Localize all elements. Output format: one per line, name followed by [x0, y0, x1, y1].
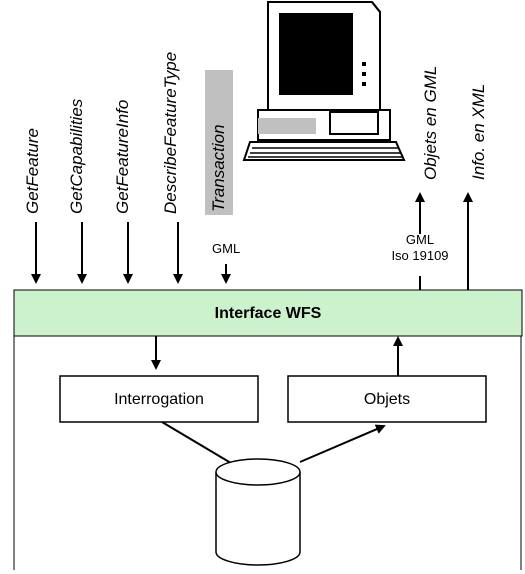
interrogation-label: Interrogation [114, 391, 204, 408]
transaction-format-label: GML [212, 241, 240, 256]
disk-drive-bar [258, 118, 316, 134]
monitor-screen [280, 14, 352, 94]
computer-icon [242, 1, 406, 161]
gml-note-line2: Iso 19109 [391, 248, 448, 263]
transaction-highlight [205, 70, 233, 215]
interface-wfs-title: Interface WFS [215, 305, 322, 322]
request-label-transaction: Transaction [209, 124, 228, 212]
interrogation-box [59, 375, 259, 423]
interface-wfs-bar [13, 289, 523, 337]
database-icon [215, 458, 301, 566]
gml-note-line1: GML [406, 232, 434, 247]
output-label-objets-gml: Objets en GML [421, 66, 440, 180]
objets-box [287, 375, 487, 423]
request-label-getcapabilities: GetCapabilities [67, 98, 86, 214]
objets-label: Objets [364, 391, 410, 408]
request-label-describefeaturetype: DescribeFeatureType [161, 52, 180, 214]
request-label-getfeatureinfo: GetFeatureInfo [113, 100, 132, 214]
arrow-db-to-objets [299, 424, 386, 463]
output-label-info-xml: Info. en XML [469, 84, 488, 180]
request-label-getfeature: GetFeature [23, 128, 42, 214]
